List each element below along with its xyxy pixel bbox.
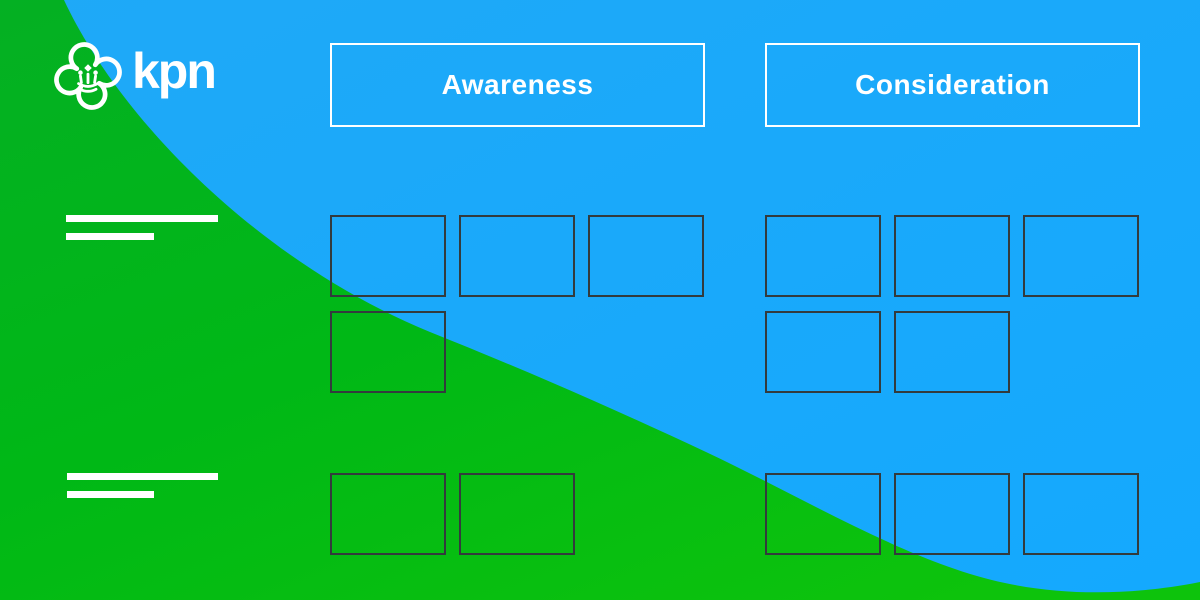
- slot-consideration-row2-2: [894, 311, 1010, 393]
- slot-consideration-row1-1: [765, 215, 881, 297]
- slot-awareness-bottom-1: [330, 473, 446, 555]
- slot-consideration-row2-1: [765, 311, 881, 393]
- text-placeholder-line: [66, 215, 218, 222]
- column-header-consideration: Consideration: [765, 43, 1140, 127]
- slot-consideration-row1-3: [1023, 215, 1139, 297]
- slot-awareness-bottom-2: [459, 473, 575, 555]
- text-placeholder-line: [67, 491, 154, 498]
- slot-awareness-row1-1: [330, 215, 446, 297]
- column-header-consideration-label: Consideration: [855, 69, 1050, 100]
- slot-consideration-bottom-1: [765, 473, 881, 555]
- column-header-awareness-label: Awareness: [441, 69, 594, 100]
- text-placeholder-line: [66, 233, 154, 240]
- slot-awareness-row1-3: [588, 215, 704, 297]
- kpn-crown-icon: [54, 42, 122, 110]
- text-placeholder-line: [67, 473, 218, 480]
- slot-consideration-row1-2: [894, 215, 1010, 297]
- slot-awareness-row1-2: [459, 215, 575, 297]
- slot-consideration-bottom-2: [894, 473, 1010, 555]
- kpn-wordmark: kpn: [132, 43, 217, 99]
- slot-awareness-row2-1: [330, 311, 446, 393]
- kpn-logo: kpn: [54, 42, 217, 110]
- slot-consideration-bottom-3: [1023, 473, 1139, 555]
- column-header-awareness: Awareness: [330, 43, 705, 127]
